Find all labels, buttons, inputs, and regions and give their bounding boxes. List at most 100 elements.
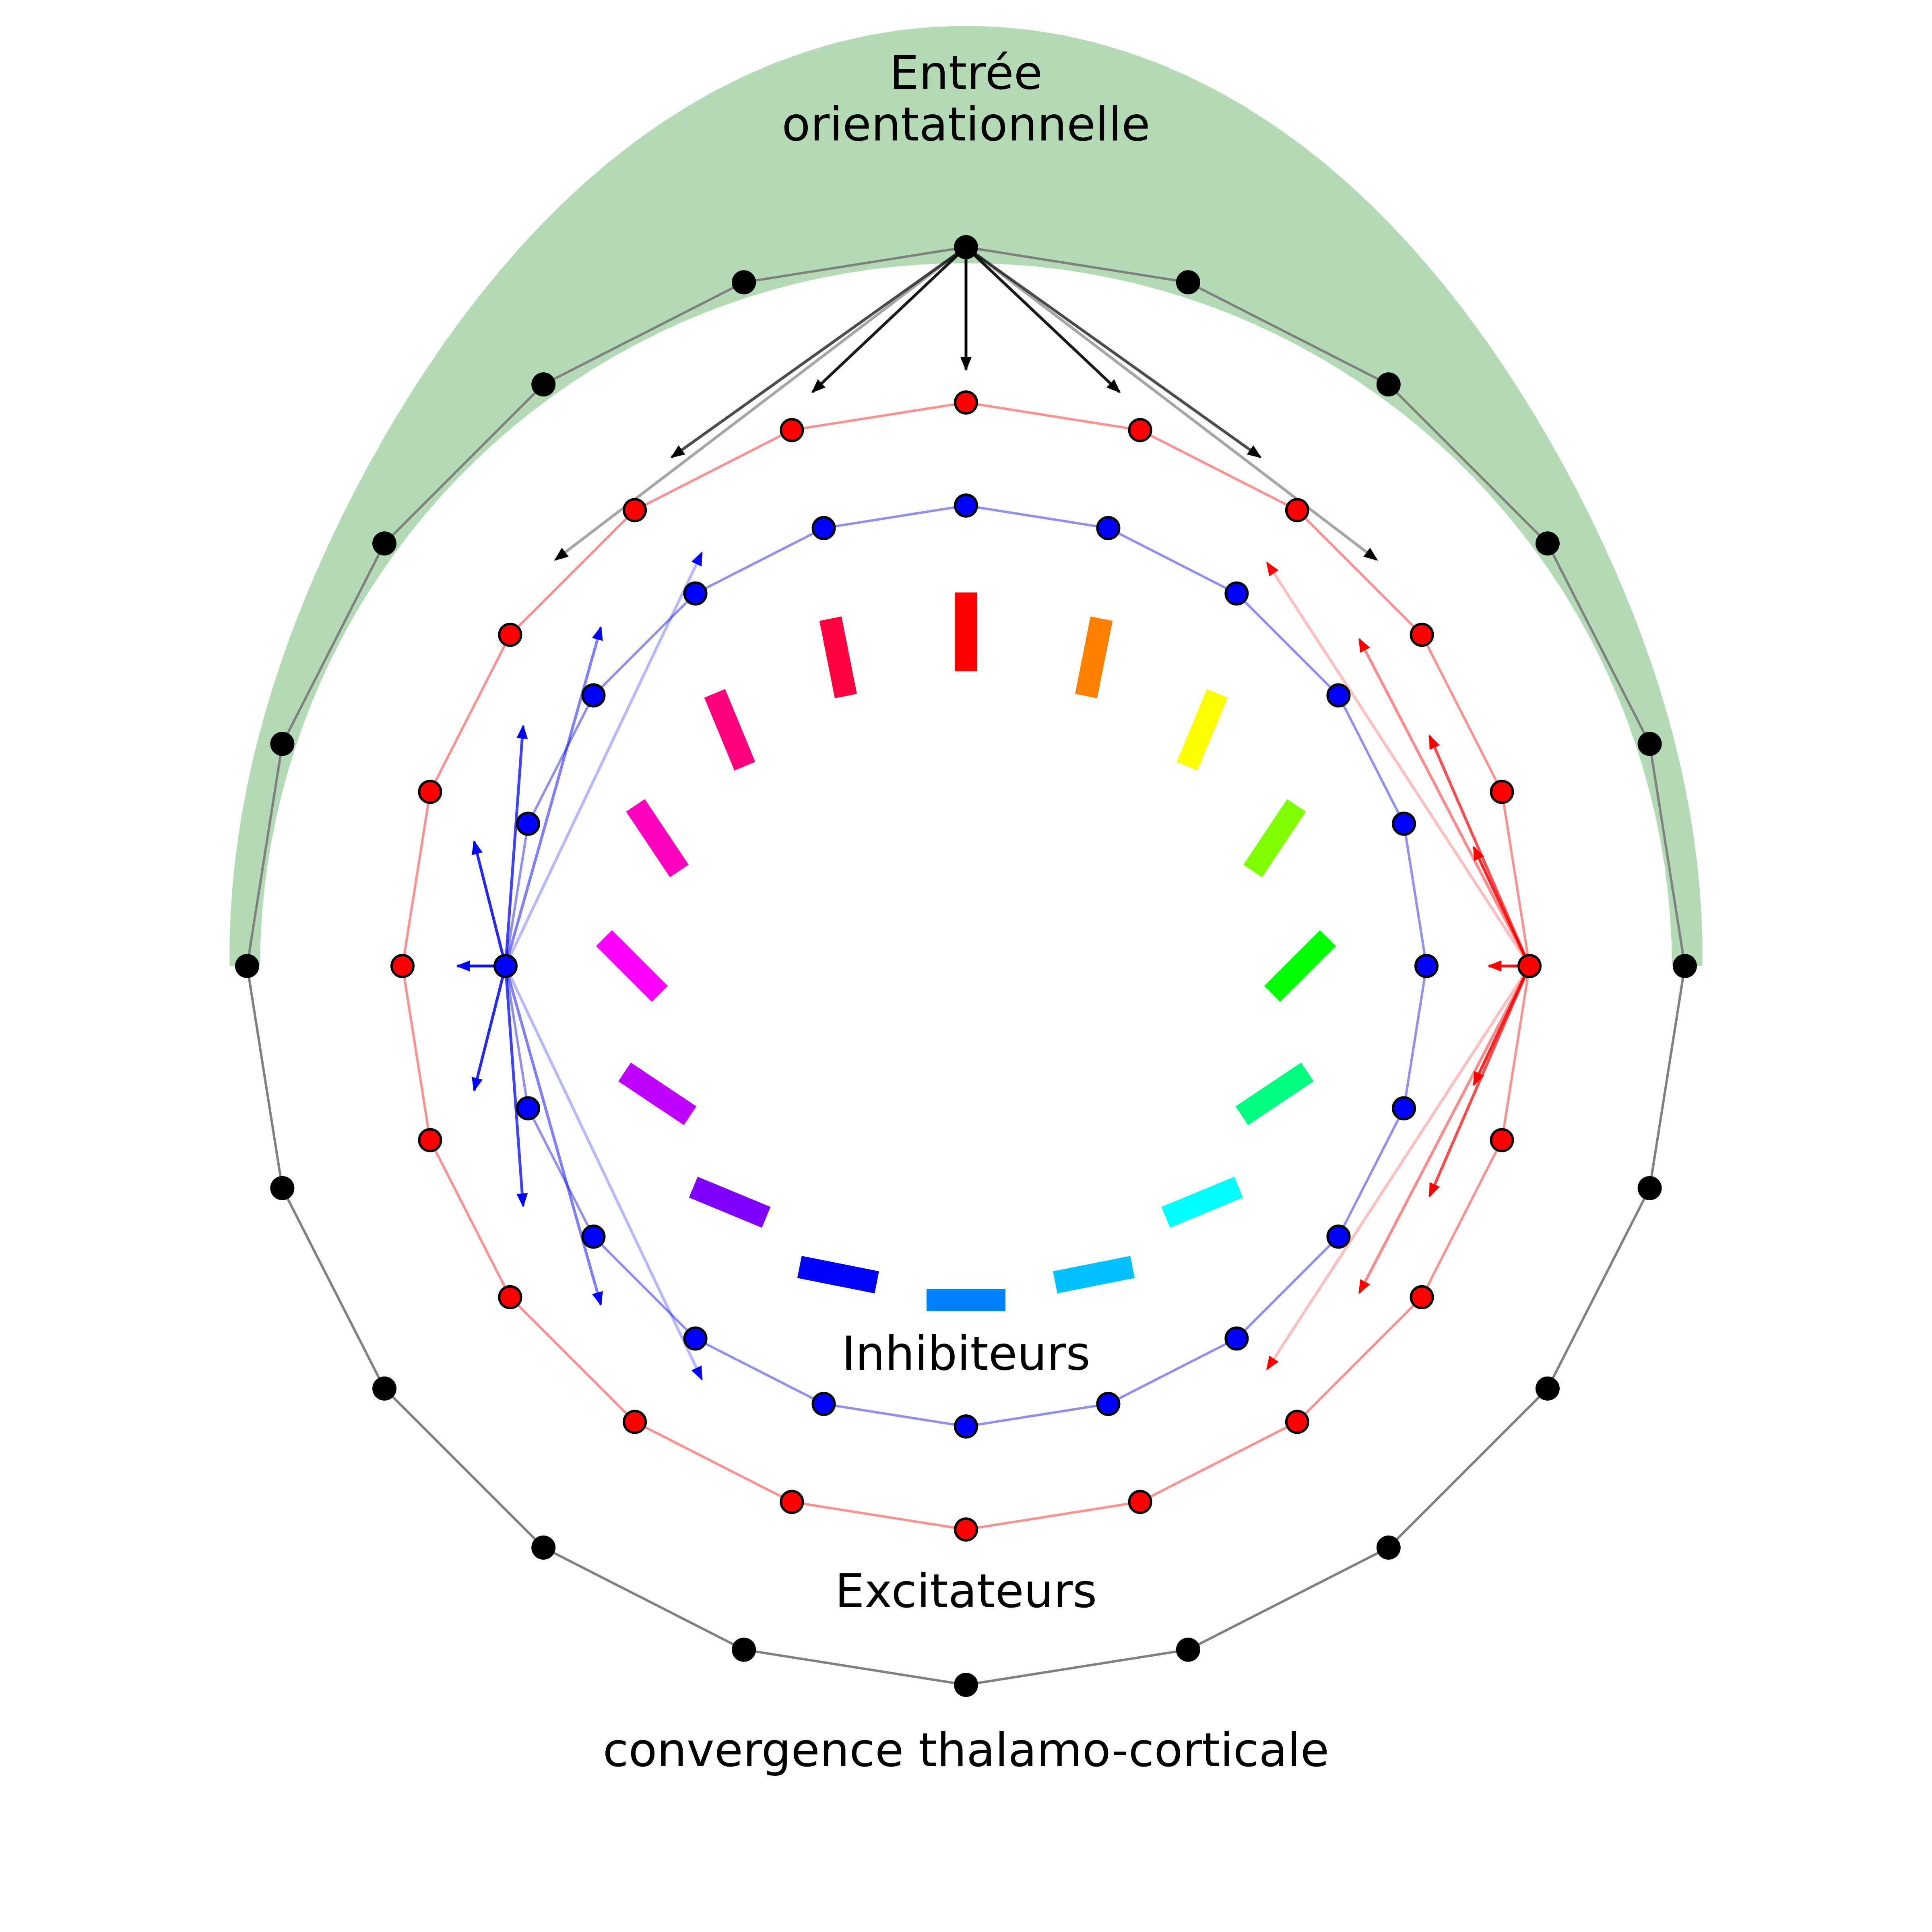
thalamic-node (1535, 531, 1560, 556)
excitatory-node (623, 498, 647, 522)
inhibitory-node (581, 683, 606, 708)
orientation-bar-4 (1264, 930, 1336, 1002)
inhibitory-node (683, 581, 708, 606)
orientation-bars (596, 592, 1336, 1311)
inhibitory-node (1392, 1096, 1416, 1121)
orientation-bar-13 (626, 799, 689, 877)
thalamic-node (235, 954, 259, 978)
inhibitory-node (1326, 683, 1351, 708)
thalamic-node (954, 235, 978, 259)
inhibitory-arrow-5 (504, 625, 603, 966)
excitatory-arrow-6 (1358, 638, 1531, 967)
thalamic-node (1535, 1376, 1560, 1401)
excitatory-node (1285, 1410, 1309, 1434)
orientation-bar-0 (955, 592, 977, 671)
excitatory-node (390, 954, 415, 978)
orientation-bar-11 (618, 1062, 697, 1125)
excitatory-node (1517, 954, 1542, 978)
excitatory-node (1128, 418, 1152, 442)
inhibitory-node (1224, 1326, 1249, 1351)
excitatory-node (1285, 498, 1309, 522)
inhibitory-node (1414, 954, 1439, 978)
orientation-input-curve (229, 26, 1703, 966)
excitatory-node (1128, 1490, 1152, 1514)
thalamic-node (732, 1637, 756, 1662)
excitatory-node (623, 1410, 647, 1434)
inhibitory-arrow-3 (504, 724, 528, 966)
inhibitory-node (811, 1392, 836, 1416)
excitatory-node (1490, 780, 1514, 804)
orientation-bar-3 (1243, 799, 1306, 877)
thalamic-arrow-4 (670, 246, 967, 458)
excitatory-node (954, 1517, 978, 1542)
thalamic-arrow-3 (965, 246, 1262, 458)
orientation-bar-6 (1161, 1177, 1243, 1228)
thalamic-node (531, 1535, 556, 1560)
orientation-bar-10 (689, 1177, 771, 1228)
excitatory-node (418, 780, 442, 804)
inhibitory-node (516, 1096, 540, 1121)
excitatory-arrow-4 (1428, 735, 1531, 967)
inhibitors-label: Inhibiteurs (842, 1327, 1090, 1381)
orientation-bar-14 (704, 689, 755, 771)
orientation-input-label: Entrée orientationnelle (0, 47, 1932, 151)
orientation-input-label-line1: Entrée (889, 46, 1043, 100)
orientation-bar-15 (819, 616, 857, 698)
thalamic-arrow-1 (965, 246, 1121, 393)
inhibitory-node (683, 1326, 708, 1351)
excitators-label: Excitateurs (835, 1564, 1097, 1618)
orientation-bar-8 (927, 1289, 1005, 1311)
thalamic-arrow-2 (811, 246, 967, 393)
thalamic-node (732, 270, 756, 295)
thalamic-node (270, 1176, 295, 1200)
excitatory-arrow-7 (1265, 965, 1531, 1371)
inhibitory-node (1392, 811, 1416, 836)
inhibitory-node (1224, 581, 1249, 606)
excitatory-node (418, 1128, 442, 1152)
thalamic-node (1376, 1535, 1401, 1560)
inhibitory-node (954, 493, 978, 518)
excitatory-node (780, 418, 804, 442)
thalamic-node (1637, 732, 1662, 756)
inhibitory-arrow-1 (472, 840, 507, 966)
thalamic-node (954, 1673, 978, 1697)
orientation-bar-1 (1075, 616, 1113, 698)
orientation-bar-7 (1053, 1256, 1135, 1294)
inhibitory-node (954, 1414, 978, 1439)
excitatory-node (954, 390, 978, 415)
thalamic-node (1176, 1637, 1200, 1662)
inhibitory-node (1326, 1224, 1351, 1249)
thalamic-convergence-label: convergence thalamo-corticale (603, 1723, 1329, 1777)
excitatory-node (498, 1285, 522, 1309)
inhibitory-arrow-4 (504, 966, 528, 1208)
orientation-bar-5 (1235, 1062, 1314, 1125)
excitatory-node (1410, 623, 1434, 647)
inhibitory-node (493, 954, 518, 978)
excitatory-arrow-5 (1358, 965, 1531, 1294)
neuron-nodes (235, 235, 1697, 1697)
thalamic-node (1673, 954, 1697, 978)
inhibitory-node (1096, 1392, 1121, 1416)
orientation-input-label-line2: orientationnelle (782, 97, 1150, 152)
inhibitory-arrow-6 (504, 966, 603, 1307)
thalamic-node (372, 531, 397, 556)
inhibitory-node (516, 811, 540, 836)
inhibitory-node (1096, 516, 1121, 540)
inhibitory-arrow-2 (472, 966, 507, 1092)
inhibitory-arrow-8 (504, 965, 703, 1381)
excitatory-node (1410, 1285, 1434, 1309)
inhibitory-node (811, 516, 836, 540)
orientation-bar-2 (1177, 689, 1228, 771)
excitatory-node (1490, 1128, 1514, 1152)
orientation-bar-9 (797, 1256, 879, 1294)
inhibitory-arrow-7 (504, 551, 703, 967)
thalamic-node (1376, 372, 1401, 397)
excitatory-node (498, 623, 522, 647)
thalamic-node (1637, 1176, 1662, 1200)
thalamic-node (1176, 270, 1200, 295)
excitatory-arrow-8 (1265, 561, 1531, 967)
thalamic-node (531, 372, 556, 397)
excitatory-arrow-3 (1428, 965, 1531, 1197)
inhibitory-node (581, 1224, 606, 1249)
